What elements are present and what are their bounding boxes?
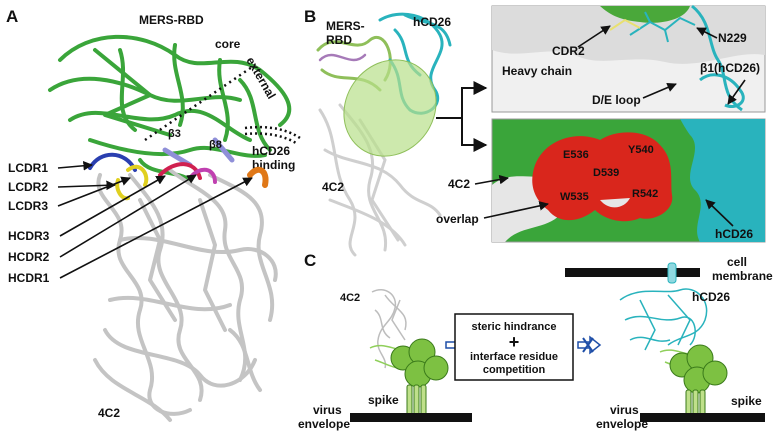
cdr-annotations: LCDR1 LCDR2 LCDR3 HCDR3 HCDR2 HCDR1: [8, 160, 253, 285]
left-virus-label-2: envelope: [298, 417, 350, 431]
cdr-loops: [88, 152, 269, 201]
right-spike-label: spike: [731, 394, 762, 408]
left-virus-label-1: virus: [313, 403, 342, 417]
antibody-4c2-label: 4C2: [98, 406, 120, 420]
panel-b-label: B: [304, 7, 316, 26]
right-virus-envelope: [640, 413, 765, 422]
hcdr1-arrow: [59, 177, 253, 279]
box-competition: competition: [483, 364, 546, 376]
hcd26-label: hCD26: [413, 15, 451, 29]
residue-r542: R542: [632, 188, 658, 200]
residue-sticks: [629, 11, 696, 43]
hcdr3-loop: [158, 162, 202, 180]
hcdr2-label: HCDR2: [8, 250, 50, 264]
hcdr3-arrow: [59, 175, 166, 237]
lcdr2-arrow: [57, 180, 116, 191]
right-hcd26-label: hCD26: [692, 290, 730, 304]
n229-arrow: [696, 27, 718, 39]
right-hcd26-sketch: [619, 288, 708, 351]
membrane-anchor: [667, 262, 677, 284]
rbd-surface-patch: [600, 6, 690, 23]
cell-membrane-label-1: cell: [727, 255, 747, 269]
antibody-4c2-label-b: 4C2: [322, 180, 344, 194]
cell-membrane-label-2: membrane: [712, 269, 773, 283]
lcdr3-label: LCDR3: [8, 199, 48, 213]
overlap-surface: [532, 132, 673, 222]
block-cross-2: [582, 337, 594, 353]
mechanism-box: steric hindrance + interface residue com…: [454, 313, 574, 381]
mers-rbd-label-1: MERS-: [326, 19, 365, 33]
cdr2-sticks: [609, 18, 641, 31]
box-interface-residue: interface residue: [470, 351, 558, 363]
zoom-arrows: [436, 81, 488, 152]
beta8-label: β8: [209, 139, 222, 151]
hcdr1-label: HCDR1: [8, 271, 50, 285]
panel-c: C 4C2 spike: [298, 251, 773, 431]
beta1-arrow: [727, 79, 746, 105]
right-spike: [669, 344, 728, 421]
overlap-label: overlap: [436, 212, 479, 226]
right-virus-label-1: virus: [610, 403, 639, 417]
beta1-label: β1(hCD26): [700, 61, 760, 75]
lcdr3-arrow: [57, 176, 131, 207]
left-4c2-sketch: [371, 288, 407, 369]
cell-membrane-bar: [565, 268, 700, 277]
hcdr1-loop: [247, 166, 269, 188]
de-loop-label: D/E loop: [592, 93, 641, 107]
panel-a: A MERS-RBD core external β3 β8: [6, 7, 301, 422]
surface-gap: [600, 198, 630, 208]
cdr2-label: CDR2: [552, 44, 585, 58]
hcdr2-arrow: [59, 174, 197, 258]
bottom-4c2-arrow: [474, 174, 509, 185]
hcd26-binding-label-1: hCD26: [252, 144, 290, 158]
bottom-hcd26-label: hCD26: [715, 227, 753, 241]
left-complex: 4C2 spike virus envelope: [298, 288, 472, 431]
left-spike: [390, 338, 449, 419]
hcdr3-label: HCDR3: [8, 229, 50, 243]
lcdr1-arrow: [57, 160, 93, 171]
lcdr3-loop: [126, 164, 149, 187]
left-4c2-label: 4C2: [340, 292, 360, 304]
beta3-label: β3: [168, 128, 181, 140]
bottom-inset: E536 Y540 D539 W535 R542: [491, 118, 766, 243]
right-complex: cell membrane hCD26: [565, 255, 773, 431]
mechanism-box-frame: [454, 313, 574, 381]
bottom-4c2-label: 4C2: [448, 177, 470, 191]
blocked-arrow: [577, 335, 602, 355]
mers-rbd-label-2: RBD: [326, 33, 352, 47]
lcdr2-label: LCDR2: [8, 180, 48, 194]
cdr2-arrow: [577, 25, 611, 48]
heavy-chain-label: Heavy chain: [502, 64, 572, 78]
heavy-chain-surface: [492, 6, 765, 64]
residue-w535: W535: [560, 191, 589, 203]
core-external-divider: [144, 63, 256, 142]
panel-c-label: C: [304, 251, 316, 270]
lcdr1-loop: [88, 152, 137, 172]
mers-rbd-structure: [48, 34, 292, 182]
box-plus: +: [509, 332, 520, 352]
overlap-arrow: [483, 201, 549, 219]
core-label: core: [215, 37, 241, 51]
left-virus-envelope: [350, 413, 472, 422]
residue-y540: Y540: [628, 144, 654, 156]
left-spike-label: spike: [368, 393, 399, 407]
bottom-hcd26-arrow: [705, 199, 734, 227]
n229-label: N229: [718, 31, 747, 45]
residue-e536: E536: [563, 149, 589, 161]
de-loop-arrow: [642, 82, 677, 99]
interface-highlight: [343, 59, 437, 157]
antibody-4c2-structure: [93, 168, 278, 422]
box-steric-hindrance: steric hindrance: [472, 321, 557, 333]
top-inset: CDR2 N229 Heavy chain D/E loop β1(hCD26): [491, 4, 766, 113]
mers-rbd-title: MERS-RBD: [139, 13, 204, 27]
lcdr1-label: LCDR1: [8, 161, 48, 175]
residue-d539: D539: [593, 167, 619, 179]
right-virus-label-2: envelope: [596, 417, 648, 431]
panel-b: B MER: [304, 4, 766, 257]
hcd26-binding-marker: [244, 125, 301, 145]
de-loop-ribbon: [699, 73, 745, 108]
panel-a-label: A: [6, 7, 18, 26]
hcd26-surface: [680, 119, 765, 242]
